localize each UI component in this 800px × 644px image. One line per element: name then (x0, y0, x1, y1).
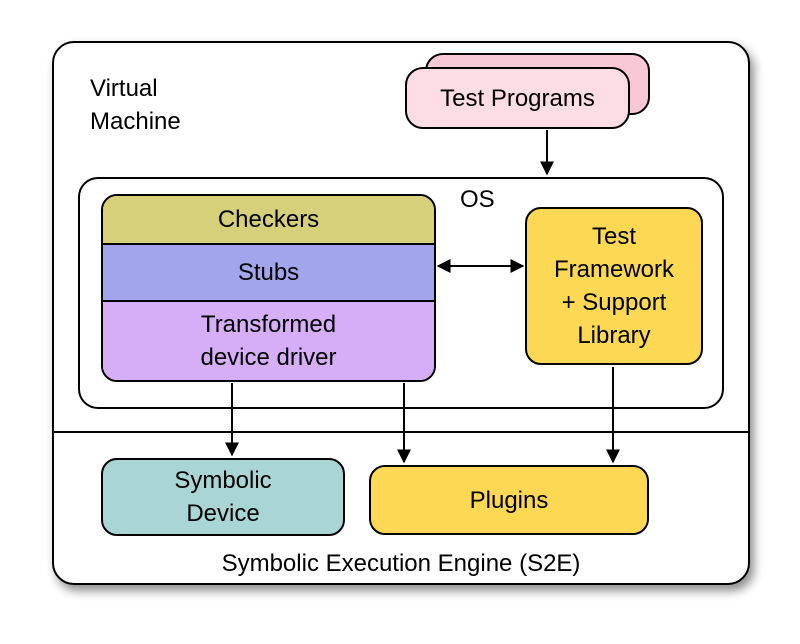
virtual-machine-label: Virtual Machine (90, 72, 181, 138)
framework-label-line-2: Framework (553, 256, 674, 283)
driver-label-line-2: device driver (200, 344, 337, 371)
checkers-box: Checkers (103, 196, 434, 245)
checkers-label: Checkers (217, 206, 320, 233)
stubs-label: Stubs (237, 259, 300, 286)
symbolic-device-label-line-1: Symbolic (174, 467, 272, 494)
vm-s2e-divider (52, 431, 750, 433)
symbolic-device-box: Symbolic Device (101, 458, 345, 536)
framework-label-line-3: + Support (561, 289, 667, 316)
framework-label-line-1: Test (591, 223, 636, 250)
test-programs-box: Test Programs (405, 67, 630, 129)
s2e-label: Symbolic Execution Engine (S2E) (221, 550, 581, 577)
test-framework-box: Test Framework + Support Library (525, 207, 703, 365)
vm-label-line-1: Virtual (90, 75, 158, 102)
symbolic-device-label-line-2: Device (186, 500, 260, 527)
test-programs-label: Test Programs (440, 84, 595, 112)
os-label: OS (460, 186, 495, 213)
transformed-driver-box: Transformed device driver (103, 302, 434, 380)
driver-stack: Checkers Stubs Transformed device driver (101, 194, 436, 382)
plugins-label: Plugins (469, 486, 549, 514)
driver-label-line-1: Transformed (200, 311, 337, 338)
vm-label-line-2: Machine (90, 108, 181, 135)
plugins-box: Plugins (369, 465, 649, 535)
stubs-box: Stubs (103, 245, 434, 302)
framework-label-line-4: Library (577, 322, 651, 349)
